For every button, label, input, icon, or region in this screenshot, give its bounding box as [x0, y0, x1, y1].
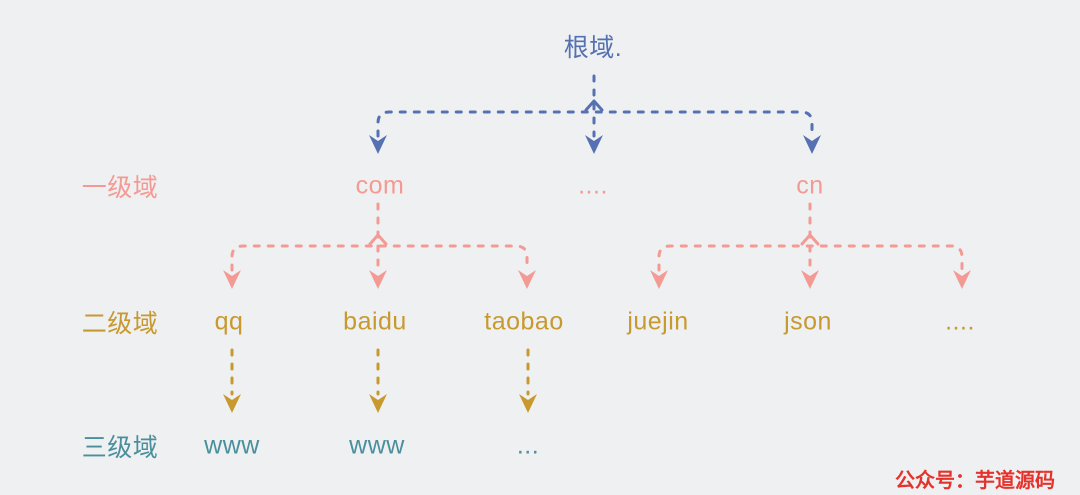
com-branch-arrows: [223, 202, 536, 289]
node-com: com: [355, 171, 405, 200]
arrowhead-to-dots1: [585, 135, 603, 154]
arrowhead-to-qq: [223, 270, 241, 289]
cn-horizontal-branch: [657, 244, 964, 272]
com-horizontal-branch: [230, 244, 529, 272]
arrowhead-to-juejin: [650, 270, 668, 289]
node-dots-level3: ...: [516, 431, 540, 460]
arrowhead-to-cn: [803, 135, 821, 154]
node-json: json: [784, 307, 832, 336]
node-cn: cn: [796, 171, 824, 200]
arrowhead-to-com: [369, 135, 387, 154]
cn-branch-arrows: [650, 202, 971, 289]
node-dots-level2: ....: [945, 307, 975, 336]
root-horizontal-branch: [376, 110, 814, 138]
node-qq: qq: [214, 307, 244, 336]
row-label-level3: 三级域: [81, 434, 159, 462]
line-cross-caret-root: [584, 99, 604, 112]
node-taobao: taobao: [484, 307, 564, 336]
node-juejin: juejin: [627, 307, 689, 336]
arrowhead-to-taobao: [518, 270, 536, 289]
third-level-arrows: [223, 348, 537, 413]
node-root: 根域.: [563, 34, 623, 62]
row-label-level2: 二级域: [81, 310, 159, 338]
watermark: 公众号：芋道源码: [895, 470, 1055, 492]
line-cross-caret-com: [368, 233, 388, 246]
arrowhead-to-dots2: [953, 270, 971, 289]
node-www-qq: www: [204, 431, 260, 460]
arrowhead-to-baidu: [369, 270, 387, 289]
node-www-baidu: www: [349, 431, 405, 460]
row-label-level1: 一级域: [81, 174, 159, 202]
arrowhead-qq-to-www: [223, 394, 241, 413]
node-dots-level1: ....: [578, 171, 608, 200]
root-branch-arrows: [369, 74, 821, 154]
line-cross-caret-cn: [800, 233, 820, 246]
arrowhead-to-json: [801, 270, 819, 289]
arrowhead-baidu-to-www: [369, 394, 387, 413]
node-baidu: baidu: [343, 307, 407, 336]
arrowhead-taobao-to-dots: [519, 394, 537, 413]
